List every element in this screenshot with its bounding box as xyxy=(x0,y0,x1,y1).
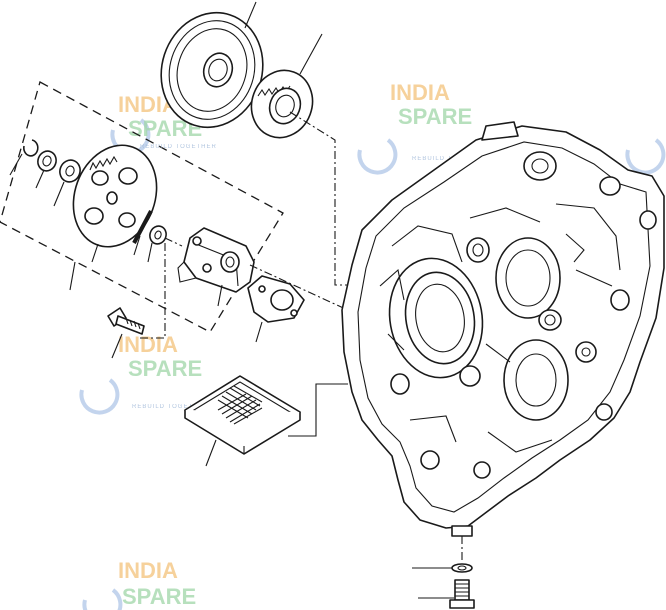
watermark-india-text: INDIA xyxy=(118,332,178,357)
watermark-india-text: INDIA xyxy=(118,558,178,583)
wrench-logo-icon xyxy=(357,138,398,175)
watermark-spare-text: SPARE xyxy=(398,104,472,129)
leader-line xyxy=(217,284,223,307)
watermark-spare-text: SPARE xyxy=(128,356,202,381)
centerline xyxy=(249,264,353,313)
leader-line xyxy=(35,169,45,189)
watermark-tagline: REBUILD TOGETHER xyxy=(140,144,217,150)
clutch-cover-disc xyxy=(160,11,264,129)
drain-plug-washer xyxy=(451,563,473,573)
leader-line xyxy=(205,439,217,467)
centerline xyxy=(140,243,166,339)
circlip xyxy=(23,139,39,157)
leader-line xyxy=(111,333,123,359)
pump-drive-gear xyxy=(250,69,314,139)
pump-gasket xyxy=(247,275,305,323)
leader-line xyxy=(53,181,65,207)
watermark-far-right xyxy=(625,138,666,175)
watermark-middle-left: INDIA SPARE REBUILD TOGETHER xyxy=(79,332,209,415)
leader-line xyxy=(244,1,257,29)
watermark-bottom-left: INDIA SPARE xyxy=(82,558,196,610)
oil-pump-assembly-boundary xyxy=(0,81,284,333)
strainer-mesh xyxy=(217,385,263,425)
wrench-logo-icon xyxy=(82,588,123,610)
drain-plug-bolt xyxy=(449,579,475,609)
crankcase-half xyxy=(341,121,665,537)
leader-line xyxy=(69,261,76,291)
centerline xyxy=(164,237,183,247)
leader-line xyxy=(9,153,23,176)
watermark-india-text: INDIA xyxy=(390,80,450,105)
watermark-spare-text: SPARE xyxy=(122,584,196,609)
leader-line xyxy=(255,321,263,343)
leader-line xyxy=(147,242,153,263)
leader-line xyxy=(91,243,99,263)
washer xyxy=(37,150,57,172)
centerline xyxy=(289,111,352,286)
wrench-logo-icon xyxy=(625,138,666,175)
dowel-pin xyxy=(132,210,153,244)
wrench-logo-icon xyxy=(79,378,120,415)
watermark-top-right: INDIA SPARE REBUILD TOGETHER xyxy=(357,80,488,175)
leader-line xyxy=(133,235,141,256)
oil-pump-body xyxy=(177,227,255,293)
pump-mounting-bolt xyxy=(107,307,145,335)
watermark-tagline: REBUILD TOGETHER xyxy=(132,404,209,410)
oil-strainer-screen xyxy=(184,375,301,455)
oil-pump-gear-plate xyxy=(72,144,158,248)
thrust-washer xyxy=(149,225,167,245)
spacer-washer xyxy=(59,159,81,183)
leader-line xyxy=(299,33,323,75)
leader-line xyxy=(288,383,348,437)
